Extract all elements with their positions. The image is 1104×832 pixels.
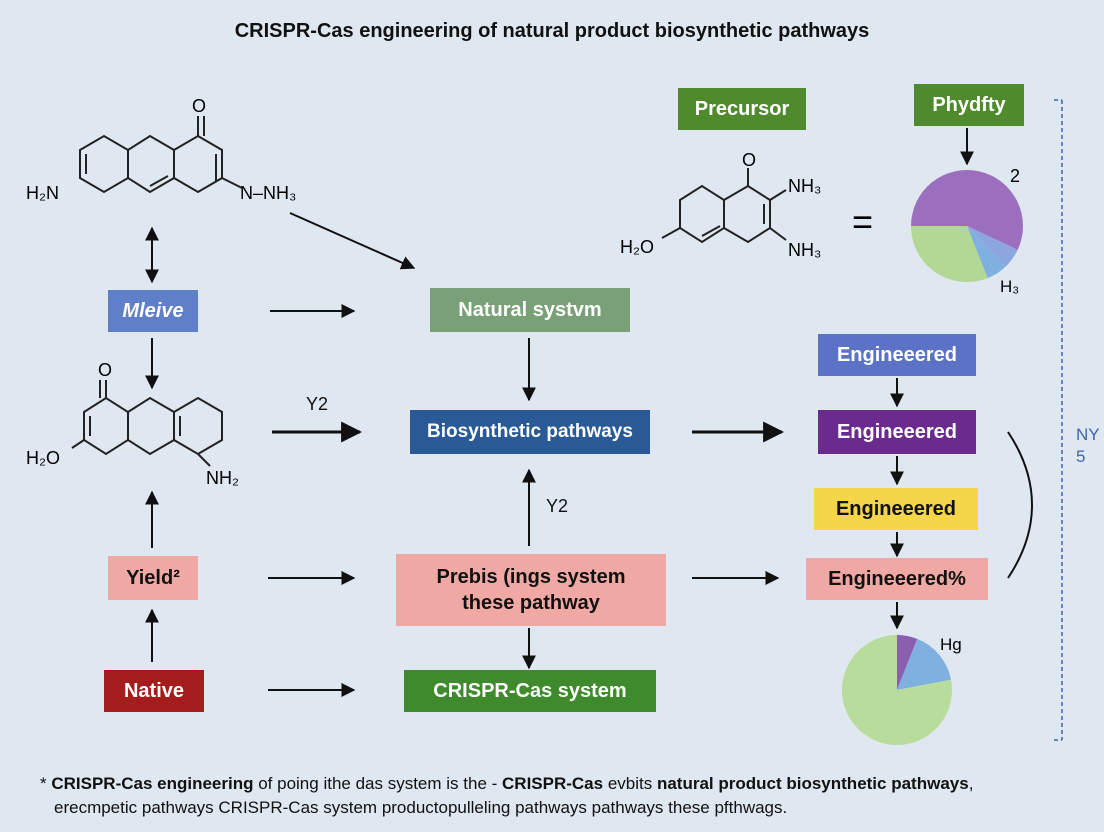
prebis-line-1: Prebis (ings system xyxy=(436,566,626,588)
mol1-left-group: H₂N xyxy=(26,183,59,203)
mol3-right-top-group: NH₃ xyxy=(788,176,821,196)
pie-top-label-h3: H₃ xyxy=(1000,277,1019,296)
mol1-o-label: O xyxy=(192,96,206,116)
y2-center-label: Y2 xyxy=(546,496,569,516)
native-box: Native xyxy=(104,670,204,712)
footnote-part-1: CRISPR-Cas engineering xyxy=(51,774,254,793)
pie-bottom-label-hg: Hg xyxy=(940,635,962,654)
footnote-part-6: , xyxy=(968,774,974,793)
mol3-left-group: H₂O xyxy=(620,237,654,257)
footnote: * CRISPR-Cas engineering of poing ithe d… xyxy=(40,772,1080,820)
footnote-bullet: * xyxy=(40,774,52,793)
mleive-box: Mleive xyxy=(108,290,198,332)
pie-bottom-slice-2 xyxy=(842,635,952,745)
footnote-line-2: erecmpetic pathways CRISPR-Cas system pr… xyxy=(54,798,788,817)
footnote-part-2: of poing ithe das system is the - xyxy=(253,774,503,793)
engineered-box-4: Engineeered% xyxy=(806,558,988,600)
mol3-o-label: O xyxy=(742,150,756,170)
footnote-part-4: evbits xyxy=(603,774,657,793)
side-label-ny: NY xyxy=(1076,425,1100,444)
pie-chart-bottom xyxy=(842,635,952,745)
mol2-right-group: NH₂ xyxy=(206,468,239,488)
footnote-line-1: * CRISPR-Cas engineering of poing ithe d… xyxy=(40,772,1080,796)
mol3-right-bottom-group: NH₃ xyxy=(788,240,821,260)
engineered-box-1: Engineeered xyxy=(818,334,976,376)
precursor-box: Precursor xyxy=(678,88,806,130)
molecule-1-structure xyxy=(79,116,243,194)
pie-top-slice-3 xyxy=(911,226,988,283)
pie-top-label-2: 2 xyxy=(1010,166,1020,186)
phydfty-box: Phydfty xyxy=(914,84,1024,126)
engineered-box-2: Engineeered xyxy=(818,410,976,454)
equals-sign: = xyxy=(852,201,873,242)
pie-top-slice-1 xyxy=(967,226,1018,267)
side-bracket xyxy=(1054,99,1063,741)
biosynthetic-pathways-box: Biosynthetic pathways xyxy=(410,410,650,454)
yield-box: Yield² xyxy=(108,556,198,600)
prebis-box: Prebis (ings system these pathway xyxy=(396,554,666,626)
y2-left-label: Y2 xyxy=(306,394,329,414)
pie-top-slice-0 xyxy=(911,169,1024,250)
connector-arrows xyxy=(145,128,1033,697)
mol2-o-label: O xyxy=(98,360,112,380)
molecule-3-structure xyxy=(661,168,787,244)
pie-chart-top xyxy=(911,169,1024,283)
side-label-5: 5 xyxy=(1076,447,1085,466)
pie-bottom-slice-1 xyxy=(897,638,952,690)
pie-top-slice-2 xyxy=(967,226,1006,279)
molecule-2-structure xyxy=(71,380,223,467)
mol2-left-group: H₂O xyxy=(26,448,60,468)
page-title: CRISPR-Cas engineering of natural produc… xyxy=(234,20,870,42)
natural-system-box: Natural systvm xyxy=(430,288,630,332)
crispr-cas-system-box: CRISPR-Cas system xyxy=(404,670,656,712)
prebis-line-2: these pathway xyxy=(462,592,600,614)
pie-bottom-slice-0 xyxy=(897,635,918,690)
mol1-right-group: N–NH₃ xyxy=(240,183,296,203)
footnote-part-3: CRISPR-Cas xyxy=(502,774,604,793)
engineered-box-3: Engineeered xyxy=(814,488,978,530)
footnote-part-5: natural product biosynthetic pathways xyxy=(656,774,969,793)
